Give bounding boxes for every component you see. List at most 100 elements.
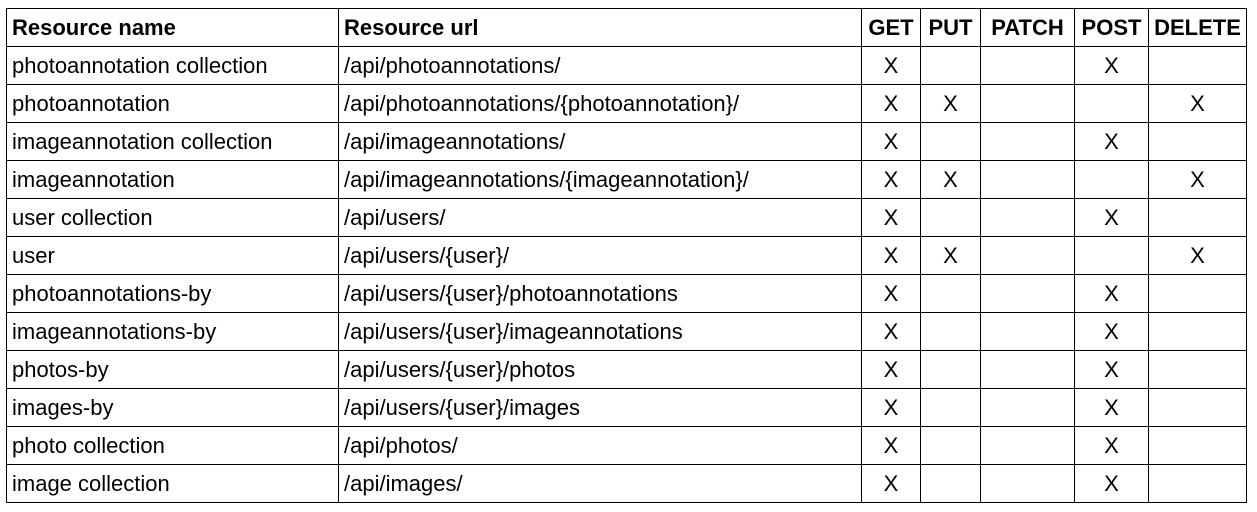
cell-delete bbox=[1148, 312, 1247, 351]
cell-delete bbox=[1148, 464, 1247, 503]
cell-patch bbox=[980, 464, 1075, 503]
cell-patch bbox=[980, 274, 1075, 313]
cell-patch bbox=[980, 350, 1075, 389]
cell-get: X bbox=[861, 84, 921, 123]
cell-put bbox=[920, 274, 981, 313]
cell-put bbox=[920, 350, 981, 389]
cell-get: X bbox=[861, 312, 921, 351]
cell-get: X bbox=[861, 350, 921, 389]
cell-delete bbox=[1148, 122, 1247, 161]
cell-resource-name: user bbox=[6, 236, 339, 275]
cell-resource-name: imageannotations-by bbox=[6, 312, 339, 351]
cell-put bbox=[920, 198, 981, 237]
cell-resource-url: /api/users/{user}/imageannotations bbox=[338, 312, 862, 351]
cell-get: X bbox=[861, 236, 921, 275]
cell-put: X bbox=[920, 236, 981, 275]
header-delete: DELETE bbox=[1148, 8, 1247, 47]
cell-post: X bbox=[1074, 46, 1149, 85]
cell-resource-name: image collection bbox=[6, 464, 339, 503]
table-row: photoannotation/api/photoannotations/{ph… bbox=[6, 84, 1247, 123]
header-get: GET bbox=[861, 8, 921, 47]
cell-resource-url: /api/users/{user}/images bbox=[338, 388, 862, 427]
cell-put bbox=[920, 312, 981, 351]
cell-post bbox=[1074, 160, 1149, 199]
cell-resource-url: /api/photoannotations/ bbox=[338, 46, 862, 85]
table-row: imageannotations-by/api/users/{user}/ima… bbox=[6, 312, 1247, 351]
table-row: photoannotation collection/api/photoanno… bbox=[6, 46, 1247, 85]
cell-post bbox=[1074, 236, 1149, 275]
cell-post: X bbox=[1074, 274, 1149, 313]
api-resource-table-container: Resource name Resource url GET PUT PATCH… bbox=[6, 8, 1247, 503]
cell-resource-url: /api/users/{user}/photos bbox=[338, 350, 862, 389]
table-row: imageannotation/api/imageannotations/{im… bbox=[6, 160, 1247, 199]
cell-put bbox=[920, 426, 981, 465]
cell-resource-url: /api/photos/ bbox=[338, 426, 862, 465]
cell-resource-name: photo collection bbox=[6, 426, 339, 465]
cell-get: X bbox=[861, 426, 921, 465]
header-resource-url: Resource url bbox=[338, 8, 862, 47]
cell-resource-name: images-by bbox=[6, 388, 339, 427]
cell-put: X bbox=[920, 160, 981, 199]
cell-resource-url: /api/users/{user}/photoannotations bbox=[338, 274, 862, 313]
cell-delete: X bbox=[1148, 84, 1247, 123]
cell-patch bbox=[980, 388, 1075, 427]
header-resource-name: Resource name bbox=[6, 8, 339, 47]
table-row: photo collection/api/photos/X X bbox=[6, 426, 1247, 465]
cell-get: X bbox=[861, 160, 921, 199]
cell-post: X bbox=[1074, 122, 1149, 161]
cell-delete bbox=[1148, 426, 1247, 465]
cell-patch bbox=[980, 84, 1075, 123]
cell-patch bbox=[980, 312, 1075, 351]
cell-resource-url: /api/imageannotations/ bbox=[338, 122, 862, 161]
cell-patch bbox=[980, 46, 1075, 85]
cell-put bbox=[920, 388, 981, 427]
cell-delete bbox=[1148, 46, 1247, 85]
cell-post: X bbox=[1074, 426, 1149, 465]
cell-patch bbox=[980, 160, 1075, 199]
cell-patch bbox=[980, 122, 1075, 161]
cell-delete bbox=[1148, 198, 1247, 237]
cell-put bbox=[920, 464, 981, 503]
cell-get: X bbox=[861, 464, 921, 503]
header-post: POST bbox=[1074, 8, 1149, 47]
cell-resource-url: /api/users/ bbox=[338, 198, 862, 237]
cell-resource-name: imageannotation collection bbox=[6, 122, 339, 161]
cell-delete bbox=[1148, 350, 1247, 389]
header-row: Resource name Resource url GET PUT PATCH… bbox=[6, 8, 1247, 47]
cell-resource-name: photos-by bbox=[6, 350, 339, 389]
cell-resource-url: /api/photoannotations/{photoannotation}/ bbox=[338, 84, 862, 123]
header-patch: PATCH bbox=[980, 8, 1075, 47]
table-row: image collection/api/images/X X bbox=[6, 464, 1247, 503]
cell-patch bbox=[980, 426, 1075, 465]
api-resource-table: Resource name Resource url GET PUT PATCH… bbox=[6, 8, 1247, 503]
cell-delete bbox=[1148, 274, 1247, 313]
cell-put: X bbox=[920, 84, 981, 123]
cell-resource-name: photoannotations-by bbox=[6, 274, 339, 313]
cell-resource-url: /api/imageannotations/{imageannotation}/ bbox=[338, 160, 862, 199]
cell-delete: X bbox=[1148, 160, 1247, 199]
cell-resource-url: /api/images/ bbox=[338, 464, 862, 503]
cell-get: X bbox=[861, 122, 921, 161]
cell-get: X bbox=[861, 388, 921, 427]
cell-post: X bbox=[1074, 464, 1149, 503]
table-row: photoannotations-by/api/users/{user}/pho… bbox=[6, 274, 1247, 313]
cell-post: X bbox=[1074, 388, 1149, 427]
cell-get: X bbox=[861, 198, 921, 237]
cell-get: X bbox=[861, 274, 921, 313]
cell-patch bbox=[980, 198, 1075, 237]
cell-patch bbox=[980, 236, 1075, 275]
cell-post: X bbox=[1074, 198, 1149, 237]
cell-resource-name: photoannotation bbox=[6, 84, 339, 123]
cell-delete: X bbox=[1148, 236, 1247, 275]
cell-post: X bbox=[1074, 350, 1149, 389]
table-body: photoannotation collection/api/photoanno… bbox=[6, 46, 1247, 503]
cell-post bbox=[1074, 84, 1149, 123]
cell-resource-url: /api/users/{user}/ bbox=[338, 236, 862, 275]
header-put: PUT bbox=[920, 8, 981, 47]
cell-resource-name: imageannotation bbox=[6, 160, 339, 199]
cell-get: X bbox=[861, 46, 921, 85]
